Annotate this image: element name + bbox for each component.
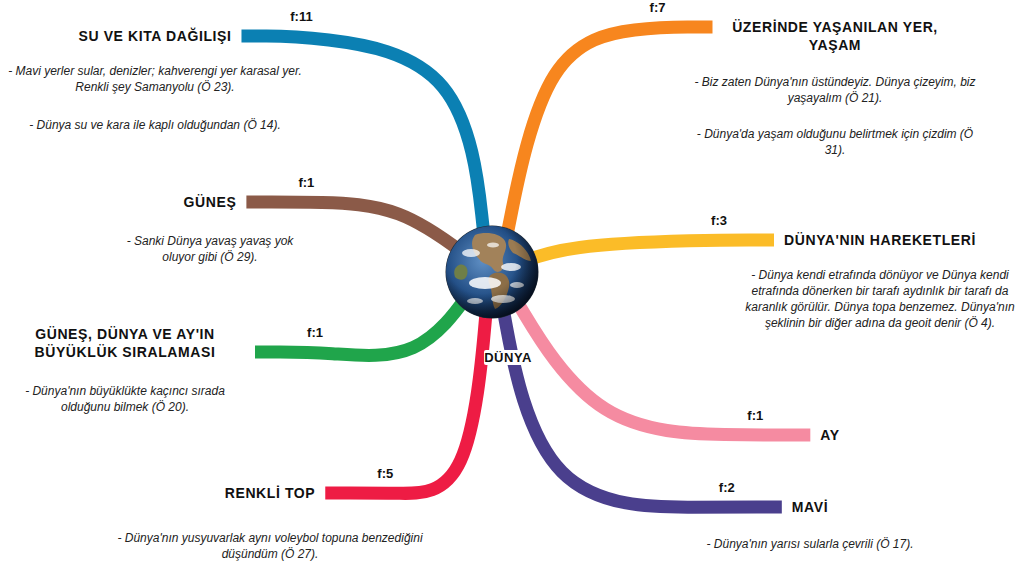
branch-band <box>505 27 713 245</box>
student-quote: - Dünya'nın büyüklükte kaçıncı sırada ol… <box>5 383 245 415</box>
center-label: DÜNYA <box>484 350 535 365</box>
branch-node: DÜNYA'NIN HAREKETLERİ - Dünya kendi etraf… <box>745 231 1015 331</box>
student-quote: - Dünya su ve kara ile kaplı olduğundan … <box>0 117 310 133</box>
branch-node: MAVİ - Dünya'nın yarısı sularla çevrili (… <box>690 498 930 552</box>
branch-band <box>325 290 488 493</box>
student-quote: - Biz zaten Dünya'nın üstündeyiz. Dünya … <box>690 74 980 106</box>
student-quote: - Mavi yerler sular, denizler; kahvereng… <box>0 63 310 95</box>
branch-title: GÜNEŞ, DÜNYA VE AY'IN BÜYÜKLÜK SIRALAMAS… <box>5 325 245 361</box>
frequency-label: f:3 <box>711 213 727 228</box>
branch-title: MAVİ <box>792 498 828 516</box>
earth-illustration <box>445 225 539 319</box>
frequency-label: f:1 <box>307 325 323 340</box>
frequency-label: f:2 <box>719 480 735 495</box>
frequency-label: f:7 <box>650 0 666 15</box>
branch-band <box>515 240 774 265</box>
branch-node: AY <box>800 426 860 444</box>
frequency-label: f:1 <box>298 175 314 190</box>
branch-node: GÜNEŞ, DÜNYA VE AY'IN BÜYÜKLÜK SIRALAMAS… <box>5 325 245 415</box>
student-quote: - Dünya'da yaşam olduğunu belirtmek için… <box>690 126 980 158</box>
branch-node: SU VE KITA DAĞILIŞI - Mavi yerler sular, … <box>0 27 310 133</box>
center-node: DÜNYA <box>440 222 555 366</box>
frequency-label: f:5 <box>377 466 393 481</box>
branch-title: SU VE KITA DAĞILIŞI <box>79 27 232 45</box>
frequency-label: f:11 <box>290 9 312 24</box>
branch-band <box>255 285 475 355</box>
branch-title: GÜNEŞ <box>184 193 237 211</box>
branch-title: AY <box>820 426 839 444</box>
branch-node: GÜNEŞ - Sanki Dünya yavaş yavaş yok oluyo… <box>110 193 310 265</box>
student-quote: - Dünya kendi etrafında dönüyor ve Dünya… <box>745 267 1015 331</box>
branch-node: RENKLİ TOP - Dünya'nın yusyuvarlak aynı v… <box>110 484 430 562</box>
branch-band <box>500 292 782 507</box>
frequency-label: f:1 <box>747 408 763 423</box>
branch-band <box>246 202 475 262</box>
branch-node: ÜZERİNDE YAŞANILAN YER, YAŞAM - Biz zaten… <box>690 18 980 158</box>
student-quote: - Sanki Dünya yavaş yavaş yok oluyor gib… <box>110 233 310 265</box>
student-quote: - Dünya'nın yusyuvarlak aynı voleybol to… <box>110 530 430 562</box>
branch-title: DÜNYA'NIN HAREKETLERİ <box>784 231 976 249</box>
student-quote: - Dünya'nın yarısı sularla çevrili (Ö 17… <box>690 536 930 552</box>
branch-title: ÜZERİNDE YAŞANILAN YER, YAŞAM <box>723 18 948 54</box>
branch-title: RENKLİ TOP <box>225 484 316 502</box>
